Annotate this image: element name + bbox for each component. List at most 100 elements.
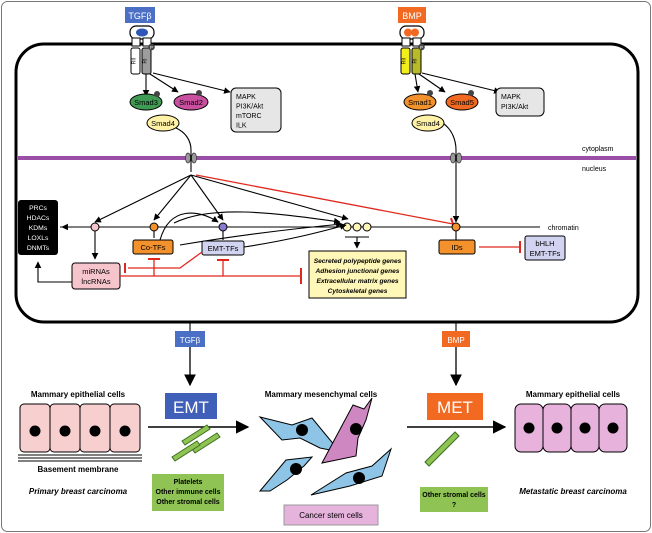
svg-text:Smad3: Smad3 <box>134 98 158 107</box>
tgfb-ligand-dimer <box>136 28 148 37</box>
mesenchymal-cell <box>321 397 373 464</box>
svg-text:RI: RI <box>413 59 419 64</box>
tgfb-receptor-arrows <box>142 72 231 97</box>
primary-carcinoma-label: Primary breast carcinoma <box>29 487 128 496</box>
bmp-receptor-complex: RII RI P <box>399 25 425 75</box>
bottom-bmp-box: BMP <box>442 331 470 347</box>
smad4-left-node: Smad4 <box>146 114 180 132</box>
target-gene-locus-3 <box>362 222 372 232</box>
svg-text:bHLH: bHLH <box>535 239 554 248</box>
platelet-sticks <box>171 424 221 462</box>
svg-text:EMT-TFs: EMT-TFs <box>208 244 239 253</box>
ids-locus <box>451 222 461 232</box>
svg-text:RI: RI <box>143 59 149 64</box>
smad-entry-arrow-right <box>443 123 457 151</box>
epithelial-left-cells <box>19 403 141 453</box>
target-gene-locus-2 <box>352 222 362 232</box>
tgfb-ligand: TGFβ <box>125 7 155 23</box>
bottom-tgfb-box: TGFβ <box>175 331 205 347</box>
svg-text:DNMTs: DNMTs <box>27 245 50 252</box>
svg-text:Smad2: Smad2 <box>179 98 203 107</box>
chromatin-label: chromatin <box>548 225 579 232</box>
svg-text:RII: RII <box>402 58 408 64</box>
svg-text:PI3K/Akt: PI3K/Akt <box>236 104 263 111</box>
metastatic-carcinoma-label: Metastatic breast carcinoma <box>519 487 627 496</box>
svg-text:MET: MET <box>437 398 473 417</box>
smad-entry-arrow-left <box>175 127 192 151</box>
tgfb-receptor-complex: RII RI P <box>129 25 155 75</box>
bmp-rii-receptor <box>400 47 411 75</box>
epigenetic-modifiers-box: PRCs HDACs KDMs LOXLs DNMTs <box>18 200 58 255</box>
nucleus-label: nucleus <box>582 166 607 173</box>
cotf-emttf-arrows <box>159 211 347 248</box>
svg-text:Cancer stem cells: Cancer stem cells <box>299 511 363 520</box>
smad5-node: Smad5 <box>445 90 479 111</box>
kinases-right-box: MAPK PI3K/Akt <box>495 87 545 117</box>
bmp-receptor-arrows <box>413 72 501 94</box>
svg-text:P: P <box>420 45 423 50</box>
tgfb-rii-receptor <box>130 47 141 75</box>
svg-text:miRNAs: miRNAs <box>82 267 110 276</box>
smad4-right-node: Smad4 <box>411 114 445 132</box>
svg-text:EMT: EMT <box>173 398 209 417</box>
svg-text:EMT-TFs: EMT-TFs <box>530 249 561 258</box>
svg-text:MAPK: MAPK <box>236 94 256 101</box>
svg-text:Adhesion junctional genes: Adhesion junctional genes <box>315 268 400 275</box>
svg-text:TGFβ: TGFβ <box>180 336 201 345</box>
svg-text:P: P <box>150 45 153 50</box>
basement-membrane-label: Basement membrane <box>38 465 119 474</box>
epithelial-right-label: Mammary epithelial cells <box>526 390 621 399</box>
svg-text:Cytoskeletal genes: Cytoskeletal genes <box>328 288 388 295</box>
svg-text:lncRNAs: lncRNAs <box>81 277 110 286</box>
svg-text:Co-TFs: Co-TFs <box>141 243 166 252</box>
mesenchymal-label: Mammary mesenchymal cells <box>265 390 378 399</box>
svg-text:BMP: BMP <box>447 336 464 345</box>
met-label-box: MET <box>427 393 483 420</box>
bmp-ligand-dimer <box>404 28 412 37</box>
mirna-locus <box>90 222 100 232</box>
nuclear-pore-left <box>185 152 197 164</box>
svg-text:Secreted polypeptide genes: Secreted polypeptide genes <box>314 258 402 265</box>
svg-text:RII: RII <box>132 58 138 64</box>
svg-text:IDs: IDs <box>451 243 463 252</box>
cell-membrane <box>14 42 640 324</box>
svg-text:?: ? <box>452 502 456 509</box>
svg-text:Smad5: Smad5 <box>450 98 474 107</box>
svg-text:Smad1: Smad1 <box>408 98 432 107</box>
cotf-locus <box>149 222 159 232</box>
cytoplasm-label: cytoplasm <box>582 146 614 153</box>
ids-box: IDs <box>438 239 476 255</box>
cancer-stem-box: Cancer stem cells <box>283 504 379 526</box>
target-genes-box: Secreted polypeptide genes Adhesion junc… <box>308 250 407 299</box>
stromal-right-box: Other stromal cells ? <box>420 487 488 512</box>
svg-text:LOXLs: LOXLs <box>28 235 49 242</box>
mirna-to-epigenetic-arrow <box>34 261 72 283</box>
stromal-left-box: Platelets Other immune cells Other strom… <box>152 474 224 511</box>
basement-membrane-lines <box>18 454 142 462</box>
smad3-node: Smad3 <box>129 91 163 111</box>
bmp-ligand: BMP <box>398 7 426 23</box>
svg-text:Smad4: Smad4 <box>151 119 175 128</box>
target-gene-locus-1 <box>342 222 352 232</box>
emttf-locus <box>218 222 228 232</box>
svg-text:ILK: ILK <box>236 123 247 130</box>
smad1-node: Smad1 <box>403 90 437 111</box>
svg-text:Platelets: Platelets <box>174 479 203 486</box>
mesenchymal-cell <box>258 456 314 492</box>
svg-text:Extracellular matrix genes: Extracellular matrix genes <box>316 278 398 285</box>
epithelial-right-cells <box>514 403 628 453</box>
svg-text:HDACs: HDACs <box>27 215 50 222</box>
mesenchymal-cell <box>310 447 393 496</box>
svg-text:Smad4: Smad4 <box>416 119 440 128</box>
epithelial-left-label: Mammary epithelial cells <box>31 390 126 399</box>
emt-tfs-box: EMT-TFs <box>201 240 245 256</box>
svg-text:Other stromal cells: Other stromal cells <box>156 499 220 506</box>
svg-text:MAPK: MAPK <box>501 94 521 101</box>
mirna-lncrna-box: miRNAs lncRNAs <box>71 262 121 290</box>
tgfb-ligand-label: TGFβ <box>128 11 151 21</box>
tgfb-inhibits-ids-line <box>195 174 454 225</box>
stromal-right-stick <box>424 431 460 467</box>
tgfb-nuclear-arrows <box>94 174 349 223</box>
mirna-inhibition-lines <box>120 258 302 284</box>
